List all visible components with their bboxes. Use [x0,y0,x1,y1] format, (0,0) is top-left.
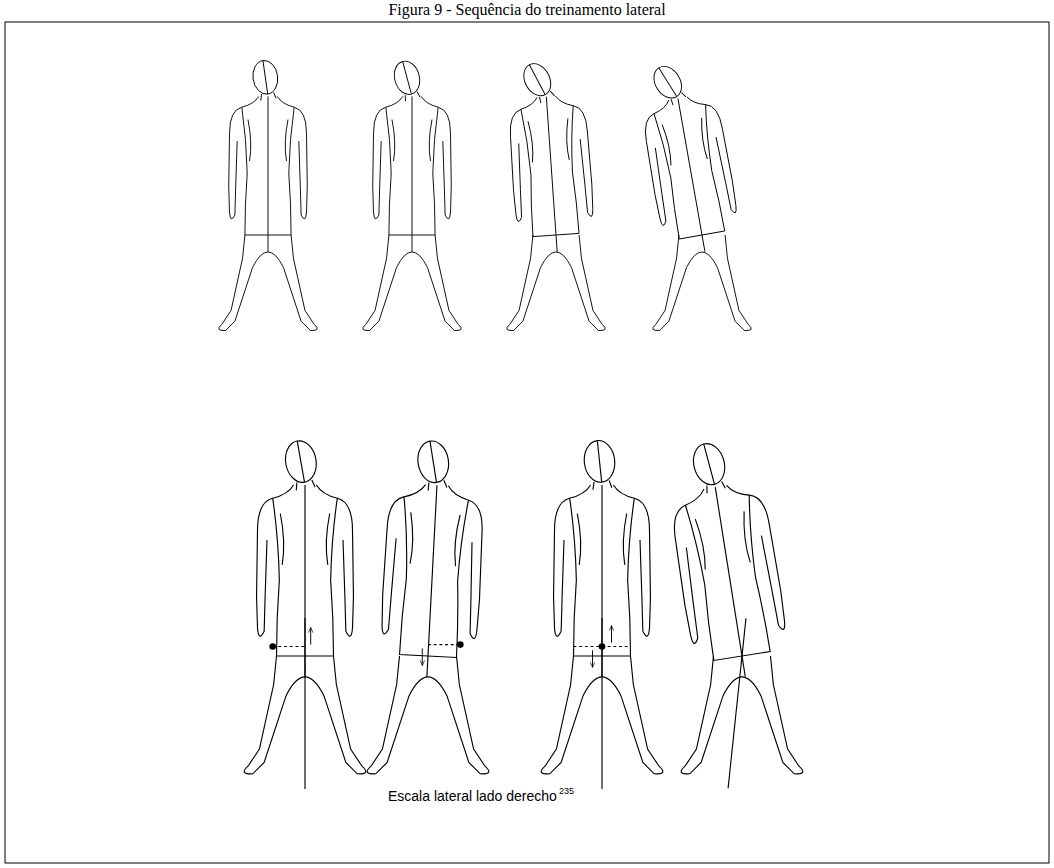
person-figure [244,438,366,789]
footnote-number: 235 [559,786,574,796]
figure-title: Figura 9 - Sequência do treinamento late… [0,1,1054,19]
person-figure [541,439,663,789]
caption-line: Escala lateral lado derecho235 [388,786,574,805]
person-figure [363,58,462,330]
person-figure [660,434,803,788]
figure-caption: Escala lateral lado derecho [388,788,557,804]
person-figure [367,436,489,774]
figure-border [5,22,1049,863]
person-figure [219,59,318,331]
person-figure [505,56,606,331]
person-figure [633,54,752,330]
